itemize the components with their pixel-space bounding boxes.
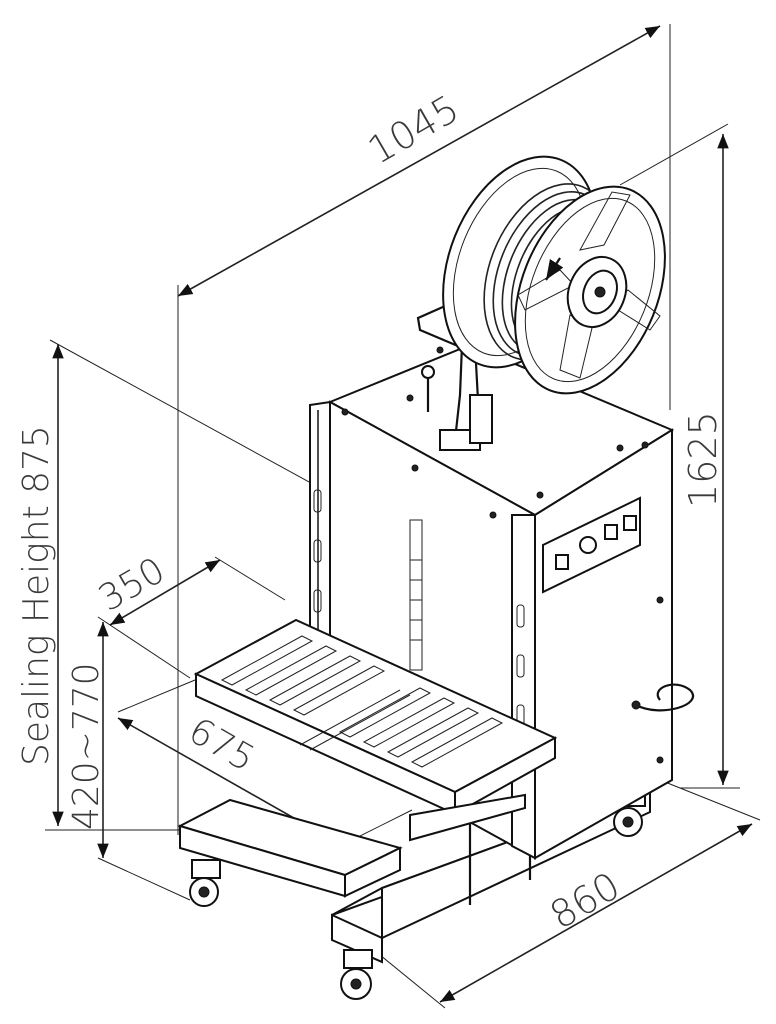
power-switch-icon (555, 554, 569, 570)
strap-reel (416, 155, 666, 395)
bar-lever-icon (421, 365, 435, 379)
control-panel (542, 496, 641, 594)
dimension-lines (45, 24, 761, 1009)
temperature-knob-icon (579, 536, 597, 554)
strap-clamp-icon (469, 394, 493, 444)
sealing-height-label: Sealing Height 875 (16, 425, 57, 766)
height-scale-ticks (410, 559, 422, 641)
reset-button-icon (623, 515, 637, 531)
depth-dimension-label: 1045 (361, 86, 467, 172)
caster-left-icon (189, 859, 221, 907)
casters (189, 789, 646, 1000)
strap-guide (406, 344, 493, 451)
caster-front-icon (340, 949, 373, 1000)
work-table (193, 618, 558, 842)
height-dimension-label: 1625 (681, 411, 725, 508)
width-dimension-label: 860 (543, 863, 628, 937)
table-slats (220, 635, 504, 768)
table-height-label: 420~770 (66, 662, 107, 830)
power-cable-icon (631, 683, 694, 712)
feed-button-icon (604, 524, 618, 540)
table-depth-label: 350 (92, 550, 172, 620)
rotation-arrow-icon (545, 257, 564, 281)
